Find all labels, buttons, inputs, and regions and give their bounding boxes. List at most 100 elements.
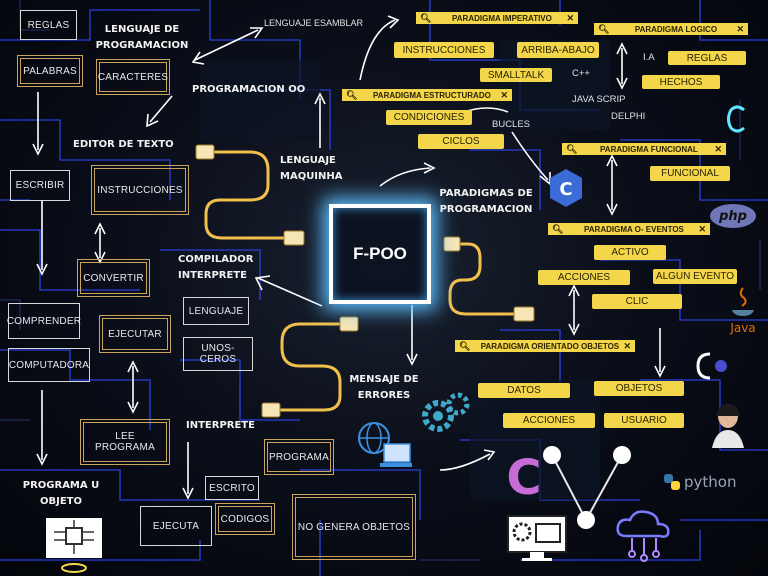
unos-ceros-box: UNOS-CEROS — [183, 337, 253, 371]
mensaje-errores-heading: MENSAJE DE ERRORES — [342, 372, 426, 403]
comprender-box: COMPRENDER — [7, 303, 81, 339]
c-gradient-logo-text: C — [506, 450, 542, 506]
paradigm-title: PARADIGMA O- EVENTOS — [584, 224, 684, 234]
search-icon: 🔍︎ — [459, 340, 471, 351]
c-gradient-logo-icon: C — [502, 452, 546, 504]
close-icon: ✕ — [623, 340, 631, 351]
escrito-box: ESCRITO — [205, 476, 259, 500]
cpp-label: C++ — [572, 68, 590, 79]
computadora-box: COMPUTADORA — [8, 348, 90, 382]
php-logo-icon: php — [710, 204, 756, 228]
reglas-box: REGLAS — [20, 10, 77, 40]
heading-line-1: LENGUAJE DE — [104, 24, 180, 35]
cpp-logo-icon: C — [550, 169, 582, 207]
java-scrip-label: JAVA SCRIP — [572, 94, 626, 105]
java-logo-text: Java — [730, 321, 756, 335]
paradigma-objetos-bar: 🔍︎ PARADIGMA ORIENTADO OBJETOS ✕ — [455, 340, 635, 352]
paradigmas-heading: PARADIGMAS DE PROGRAMACION — [438, 186, 534, 217]
close-icon: ✕ — [566, 12, 574, 23]
funcional-pill: FUNCIONAL — [650, 166, 730, 181]
reglas-pill: REGLAS — [668, 51, 746, 65]
paradigma-funcional-bar: 🔍︎ PARADIGMA FUNCIONAL ✕ — [562, 143, 726, 155]
python-logo-icon: python — [662, 472, 736, 492]
lenguaje-box: LENGUAJE — [183, 297, 249, 325]
circuit-document-icon — [46, 518, 102, 573]
close-icon: ✕ — [736, 23, 744, 34]
close-icon: ✕ — [714, 143, 722, 154]
paradigm-title: PARADIGMA LOGICO — [634, 24, 718, 34]
paradigm-title: PARADIGMA FUNCIONAL — [600, 144, 698, 154]
lenguaje-programacion-heading: LENGUAJE DE PROGRAMACION — [92, 22, 192, 53]
editor-texto-heading: EDITOR DE TEXTO — [73, 139, 174, 150]
programa-box: PROGRAMA — [264, 439, 334, 475]
ejecuta-box: EJECUTA — [140, 506, 212, 546]
paradigm-title: PARADIGMA IMPERATIVO — [452, 13, 552, 23]
search-icon: 🔍︎ — [420, 12, 432, 23]
escribir-box: ESCRIBIR — [10, 170, 70, 201]
hechos-pill: HECHOS — [642, 75, 720, 89]
search-icon: 🔍︎ — [552, 223, 564, 234]
paradigma-imperativo-bar: 🔍︎ PARADIGMA IMPERATIVO ✕ — [416, 12, 578, 24]
paradigma-eventos-bar: 🔍︎ PARADIGMA O- EVENTOS ✕ — [548, 223, 710, 235]
svg-text:C: C — [559, 179, 572, 200]
caracteres-box: CARACTERES — [96, 59, 170, 95]
heading-line-1: MENSAJE DE — [349, 374, 419, 385]
close-icon: ✕ — [500, 89, 508, 100]
heading-line-2: OBJETO — [40, 495, 82, 507]
central-topic-label: F-POO — [353, 244, 407, 263]
central-topic: F-POO — [329, 204, 431, 304]
paradigma-logico-bar: 🔍︎ PARADIGMA LOGICO ✕ — [594, 23, 748, 35]
objetos-pill: OBJETOS — [594, 381, 684, 396]
heading-line-2: PROGRAMACION — [95, 39, 189, 51]
search-icon: 🔍︎ — [598, 23, 610, 34]
lenguaje-maquinha-heading: LENGUAJE MAQUINHA — [280, 155, 343, 182]
heading-line-2: ERRORES — [357, 389, 411, 401]
arriba-abajo-pill: ARRIBA-ABAJO — [517, 42, 599, 58]
globe-computer-icon — [358, 422, 412, 467]
paradigm-title: PARADIGMA ESTRUCTURADO — [373, 90, 491, 100]
palabras-box: PALABRAS — [17, 55, 83, 87]
bucles-label: BUCLES — [492, 119, 531, 130]
paradigm-title: PARADIGMA ORIENTADO OBJETOS — [480, 341, 620, 351]
lenguaje-ensamblar-label: LENGUAJE ESAMBLAR — [264, 18, 364, 28]
c-language-icon — [696, 352, 727, 380]
coffee-cup-icon — [732, 287, 754, 316]
java-logo-icon: Java — [726, 284, 760, 335]
lee-programa-box: LEE PROGRAMA — [80, 419, 170, 465]
usuario-pill: USUARIO — [604, 413, 684, 428]
algun-evento-pill: ALGUN EVENTO — [653, 269, 737, 284]
heading-line-1: COMPILADOR — [178, 254, 254, 265]
acciones-eventos-pill: ACCIONES — [538, 270, 630, 285]
interprete-heading: INTERPRETE — [186, 420, 255, 431]
portrait-icon — [712, 404, 744, 448]
heading-line-1: PROGRAMA U — [22, 480, 100, 491]
heading-line-2: INTERPRETE — [178, 269, 247, 281]
smalltalk-pill: SMALLTALK — [480, 68, 552, 82]
python-snake-icon — [664, 474, 680, 490]
ejecutar-box: EJECUTAR — [99, 315, 171, 353]
programacion-oo-heading: PROGRAMACION OO — [192, 84, 306, 95]
paradigma-estructurado-bar: 🔍︎ PARADIGMA ESTRUCTURADO ✕ — [342, 89, 512, 101]
convertir-box: CONVERTIR — [77, 259, 150, 297]
programa-objeto-heading: PROGRAMA U OBJETO — [18, 478, 104, 509]
ia-label: I.A — [643, 52, 655, 63]
acciones-objetos-pill: ACCIONES — [503, 413, 595, 428]
php-logo-text: php — [719, 208, 747, 224]
delphi-label: DELPHI — [611, 111, 646, 122]
c-sharp-glow-icon — [727, 105, 745, 133]
instrucciones-pill: INSTRUCCIONES — [394, 42, 494, 58]
activo-pill: ACTIVO — [594, 245, 666, 260]
condiciones-pill: CONDICIONES — [386, 110, 472, 125]
no-genera-objetos-box: NO GENERA OBJETOS — [292, 494, 416, 560]
datos-pill: DATOS — [478, 383, 570, 398]
cloud-network-icon — [616, 510, 670, 562]
close-icon: ✕ — [698, 223, 706, 234]
python-logo-text: python — [684, 473, 737, 491]
instrucciones-box: INSTRUCCIONES — [91, 165, 189, 215]
ciclos-pill: CICLOS — [418, 134, 504, 149]
heading-line-2: PROGRAMACION — [439, 203, 533, 215]
clic-pill: CLIC — [592, 294, 682, 309]
computer-settings-icon — [507, 515, 567, 561]
